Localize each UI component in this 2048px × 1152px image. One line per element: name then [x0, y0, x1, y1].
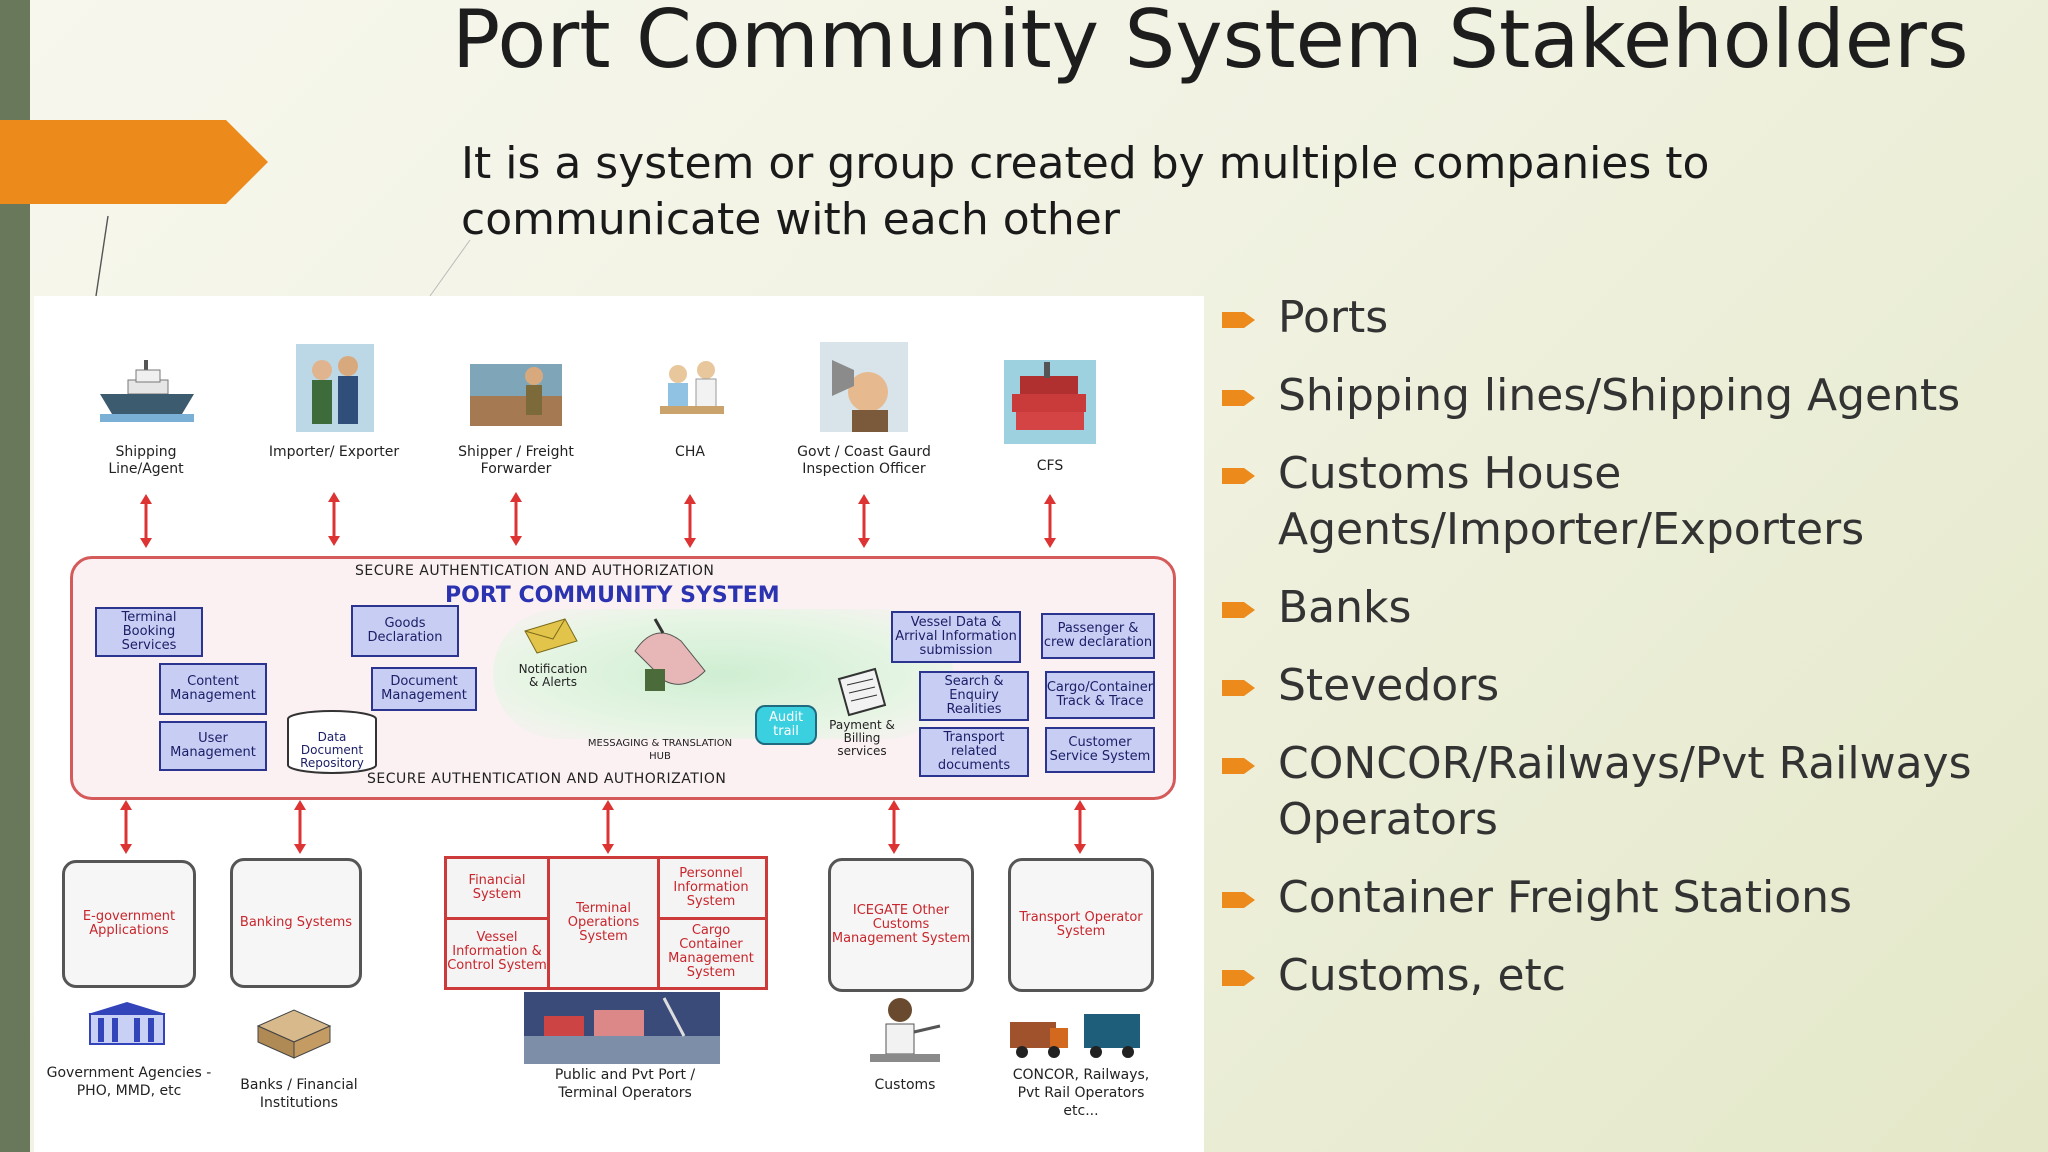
double-arrow-icon [888, 800, 900, 854]
port-operators-label: Public and Pvt Port / Terminal Operators [554, 1067, 696, 1101]
bullet-item: Ports [1222, 290, 2022, 346]
module-audit-trail: Audit trail [755, 705, 817, 745]
secure-auth-bottom: SECURE AUTHENTICATION AND AUTHORIZATION [367, 771, 727, 787]
bullet-arrow-icon [1222, 970, 1255, 986]
system-vessel-information: Vessel Information & Control System [447, 930, 547, 973]
system-transport-operator: Transport Operator System [1008, 858, 1154, 992]
double-arrow-icon [1044, 494, 1056, 548]
module-passenger-crew: Passenger & crew declaration [1041, 613, 1155, 659]
government-agencies-label: Government Agencies -PHO, MMD, etc [46, 1065, 212, 1099]
system-terminal-operations: Terminal Operations System [567, 901, 640, 944]
customs-label: Customs [874, 1077, 936, 1093]
payment-billing-label: Payment & Billing services [829, 718, 895, 758]
bank-stack-icon [256, 1009, 332, 1059]
agent-desk-icon [660, 361, 724, 414]
double-arrow-icon [1074, 800, 1086, 854]
system-icegate: ICEGATE Other Customs Management System [828, 858, 974, 992]
data-repository-label: Data Document Repository [300, 730, 364, 770]
stakeholder-cha: CHA [620, 340, 760, 461]
slide-title: Port Community System Stakeholders [452, 0, 1969, 86]
module-document-management: Document Management [371, 667, 477, 711]
bullet-item: CONCOR/Railways/Pvt Railways Operators [1222, 736, 2022, 848]
double-arrow-icon [602, 800, 614, 854]
government-building-icon [88, 1002, 166, 1045]
module-goods-declaration: Goods Declaration [351, 605, 459, 657]
payment-document-icon [837, 667, 887, 717]
banks-label: Banks / Financial Institutions [240, 1077, 358, 1111]
system-cargo-container: Cargo Container Management System [668, 923, 754, 980]
bullet-arrow-icon [1222, 680, 1255, 696]
module-vessel-data: Vessel Data & Arrival Information submis… [891, 611, 1021, 663]
double-arrow-icon [510, 492, 522, 546]
handshake-icon [634, 618, 706, 691]
bullet-item: Shipping lines/Shipping Agents [1222, 368, 2022, 424]
stakeholder-shipping-line: Shipping Line/Agent [76, 340, 216, 478]
stakeholder-importer-exporter: Importer/ Exporter [264, 340, 404, 461]
system-e-government: E-government Applications [62, 860, 196, 988]
messaging-hub-label: MESSAGING & TRANSLATION HUB [587, 738, 733, 762]
bullet-arrow-icon [1222, 892, 1255, 908]
decorative-line [95, 215, 471, 297]
bullet-arrow-icon [1222, 390, 1255, 406]
database-icon [287, 710, 377, 774]
module-transport-documents: Transport related documents [919, 727, 1029, 777]
double-arrow-icon [294, 800, 306, 854]
worker-icon [470, 364, 562, 426]
double-arrow-icon [858, 494, 870, 548]
bullet-arrow-icon [1222, 312, 1255, 328]
system-banking: Banking Systems [230, 858, 362, 988]
pcs-diagram: Shipping Line/Agent Importer/ Exporter S… [34, 296, 1204, 1152]
truck-train-icon [1010, 1014, 1140, 1058]
orange-arrow-tab [0, 120, 268, 204]
system-personnel: Personnel Information System [673, 866, 749, 909]
secure-auth-top: SECURE AUTHENTICATION AND AUTHORIZATION [355, 563, 715, 579]
bullet-item: Customs House Agents/Importer/Exporters [1222, 446, 2022, 558]
system-financial: Financial System [468, 873, 526, 902]
port-community-system-box: SECURE AUTHENTICATION AND AUTHORIZATION … [70, 556, 1176, 800]
bullet-arrow-icon [1222, 758, 1255, 774]
double-arrow-icon [120, 800, 132, 854]
bullet-item: Customs, etc [1222, 948, 2022, 1004]
envelope-icon [524, 618, 578, 654]
businessmen-icon [296, 344, 374, 432]
stakeholder-shipper-forwarder: Shipper / Freight Forwarder [446, 340, 586, 478]
module-customer-service: Customer Service System [1045, 727, 1155, 773]
officer-megaphone-icon [820, 342, 908, 432]
containers-icon [1004, 360, 1096, 444]
bullet-item: Container Freight Stations [1222, 870, 2022, 926]
double-arrow-icon [140, 494, 152, 548]
module-user-management: User Management [159, 721, 267, 771]
stakeholder-cfs: CFS [980, 354, 1120, 475]
stakeholder-govt-officer: Govt / Coast Gaurd Inspection Officer [794, 340, 934, 478]
bullet-arrow-icon [1222, 602, 1255, 618]
module-content-management: Content Management [159, 663, 267, 715]
double-arrow-icon [328, 492, 340, 546]
pcs-title: PORT COMMUNITY SYSTEM [445, 583, 780, 608]
module-search-enquiry: Search & Enquiry Realities [919, 671, 1029, 721]
notification-label: Notification & Alerts [518, 662, 588, 689]
module-cargo-track: Cargo/Container Track & Trace [1045, 671, 1155, 719]
bullet-item: Banks [1222, 580, 2022, 636]
bullet-arrow-icon [1222, 468, 1255, 484]
customs-officer-icon [870, 998, 941, 1062]
port-photo-icon [524, 992, 720, 1064]
ship-icon [100, 360, 194, 422]
bullet-item: Stevedors [1222, 658, 2022, 714]
module-terminal-booking: Terminal Booking Services [95, 607, 203, 657]
double-arrow-icon [684, 494, 696, 548]
stakeholder-bullet-list: Ports Shipping lines/Shipping Agents Cus… [1222, 290, 2022, 1026]
port-systems-grid: Financial System Terminal Operations Sys… [444, 856, 768, 990]
slide-subtitle: It is a system or group created by multi… [461, 138, 1710, 245]
concor-label: CONCOR, Railways, Pvt Rail Operators etc… [1012, 1067, 1150, 1119]
